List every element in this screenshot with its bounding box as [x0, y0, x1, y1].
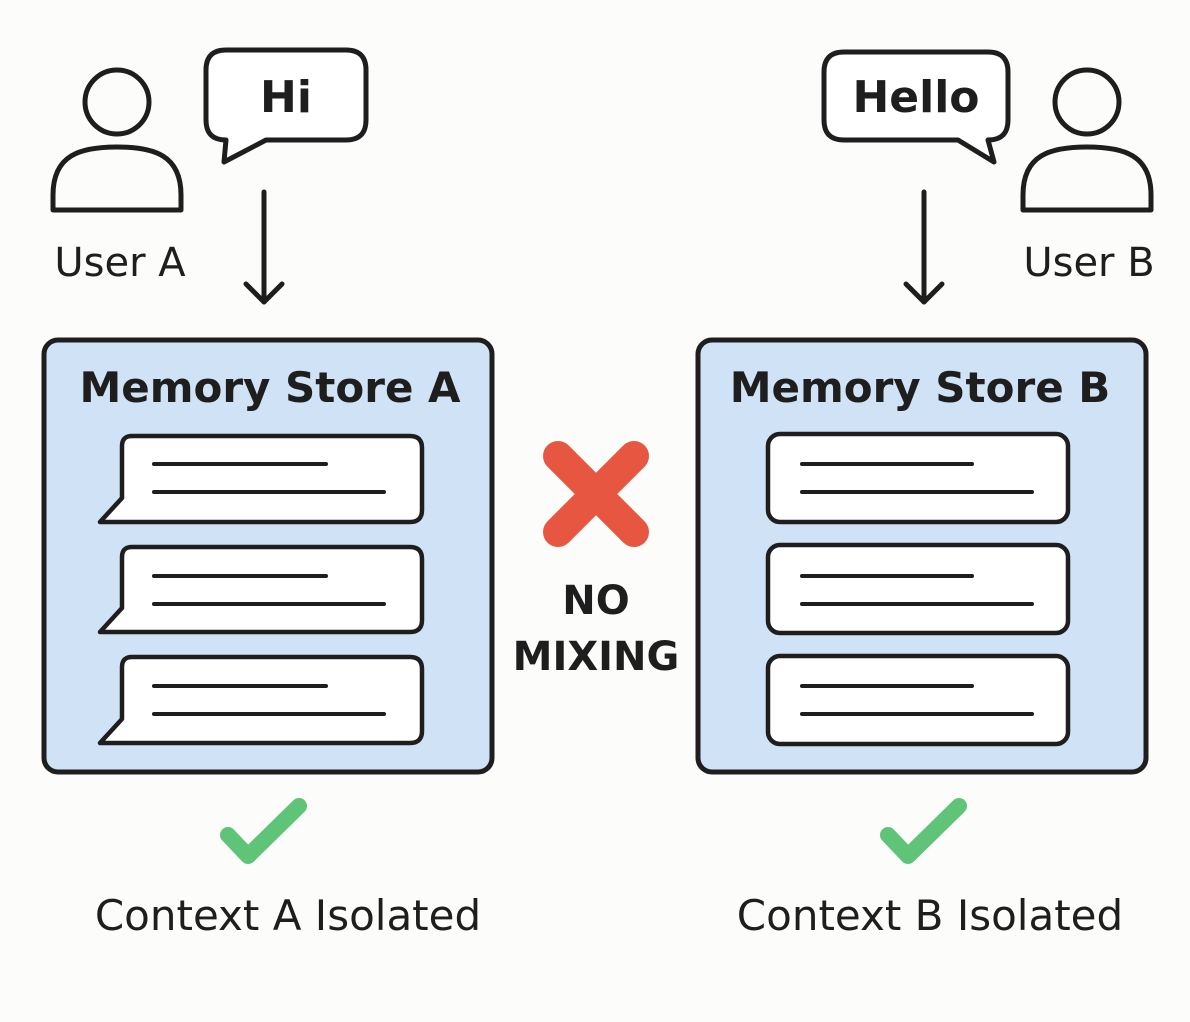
memory-store-a-message-1 [97, 433, 425, 525]
memory-store-a-message-3 [97, 654, 425, 746]
check-mark-icon [880, 798, 967, 864]
memory-store-a-message-2 [97, 544, 425, 635]
no-mixing-line-2: MIXING [513, 634, 680, 680]
memory-store-b-title: Memory Store B [730, 363, 1111, 412]
x-mark-icon [543, 441, 649, 547]
memory-store-b: Memory Store B [695, 337, 1149, 775]
user-a-arrow-down-icon [243, 189, 285, 305]
no-mixing-line-1: NO [562, 578, 629, 624]
status-b-label: Context B Isolated [737, 891, 1123, 940]
user-a-message: Hi [260, 72, 312, 123]
memory-store-b-message-3 [765, 653, 1071, 747]
status-a-label: Context A Isolated [95, 891, 481, 940]
no-mixing-separator: NO MIXING [513, 441, 680, 680]
status-a: Context A Isolated [95, 798, 481, 940]
status-b: Context B Isolated [737, 798, 1123, 940]
user-b-icon [1020, 67, 1154, 213]
memory-store-b-message-1 [765, 431, 1071, 525]
user-b-speech-bubble: Hello [821, 49, 1011, 165]
user-a-group: User A Hi [50, 47, 369, 305]
memory-store-a: Memory Store A [41, 337, 495, 775]
user-a-label: User A [54, 240, 186, 286]
user-b-arrow-down-icon [903, 189, 945, 305]
memory-store-b-message-2 [765, 542, 1071, 636]
user-b-label: User B [1023, 240, 1154, 286]
user-b-message: Hello [852, 72, 979, 123]
user-b-group: User B Hello [821, 49, 1155, 305]
user-a-icon [50, 67, 184, 213]
check-mark-icon [220, 798, 307, 864]
memory-store-a-title: Memory Store A [79, 363, 461, 412]
user-a-speech-bubble: Hi [203, 47, 369, 165]
